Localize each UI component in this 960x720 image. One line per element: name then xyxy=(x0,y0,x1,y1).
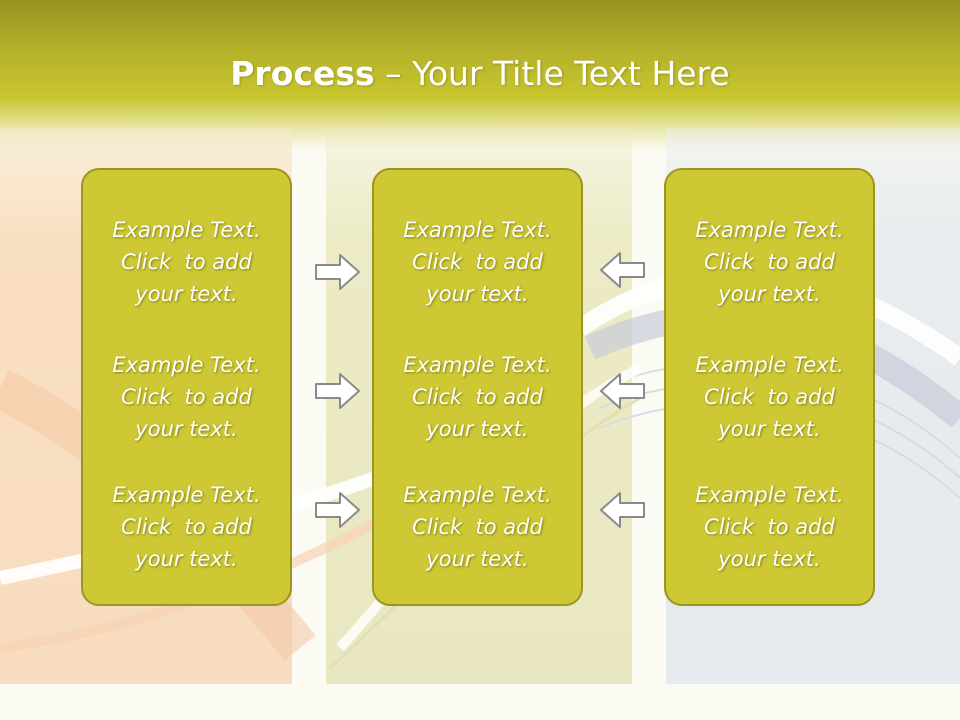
process-box-center[interactable]: Example Text. Click to add your text. Ex… xyxy=(372,168,583,606)
placeholder-text[interactable]: Example Text. Click to add your text. xyxy=(403,483,552,571)
placeholder-text[interactable]: Example Text. Click to add your text. xyxy=(403,353,552,441)
placeholder-text[interactable]: Example Text. Click to add your text. xyxy=(112,218,261,306)
arrow-right-icon xyxy=(315,492,360,528)
arrow-left-icon xyxy=(600,252,645,288)
placeholder-text[interactable]: Example Text. Click to add your text. xyxy=(695,353,844,441)
placeholder-text[interactable]: Example Text. Click to add your text. xyxy=(695,218,844,306)
arrow-right-icon xyxy=(315,373,360,409)
arrow-left-icon xyxy=(600,492,645,528)
title-banner xyxy=(0,0,960,150)
arrow-left-icon xyxy=(600,373,645,409)
title-bold: Process xyxy=(230,54,375,93)
placeholder-text[interactable]: Example Text. Click to add your text. xyxy=(112,353,261,441)
process-box-right[interactable]: Example Text. Click to add your text. Ex… xyxy=(664,168,875,606)
placeholder-text[interactable]: Example Text. Click to add your text. xyxy=(695,483,844,571)
placeholder-text[interactable]: Example Text. Click to add your text. xyxy=(112,483,261,571)
slide-title[interactable]: Process – Your Title Text Here xyxy=(0,52,960,96)
placeholder-text[interactable]: Example Text. Click to add your text. xyxy=(403,218,552,306)
title-rest: – Your Title Text Here xyxy=(374,54,730,93)
arrow-right-icon xyxy=(315,254,360,290)
process-box-left[interactable]: Example Text. Click to add your text. Ex… xyxy=(81,168,292,606)
